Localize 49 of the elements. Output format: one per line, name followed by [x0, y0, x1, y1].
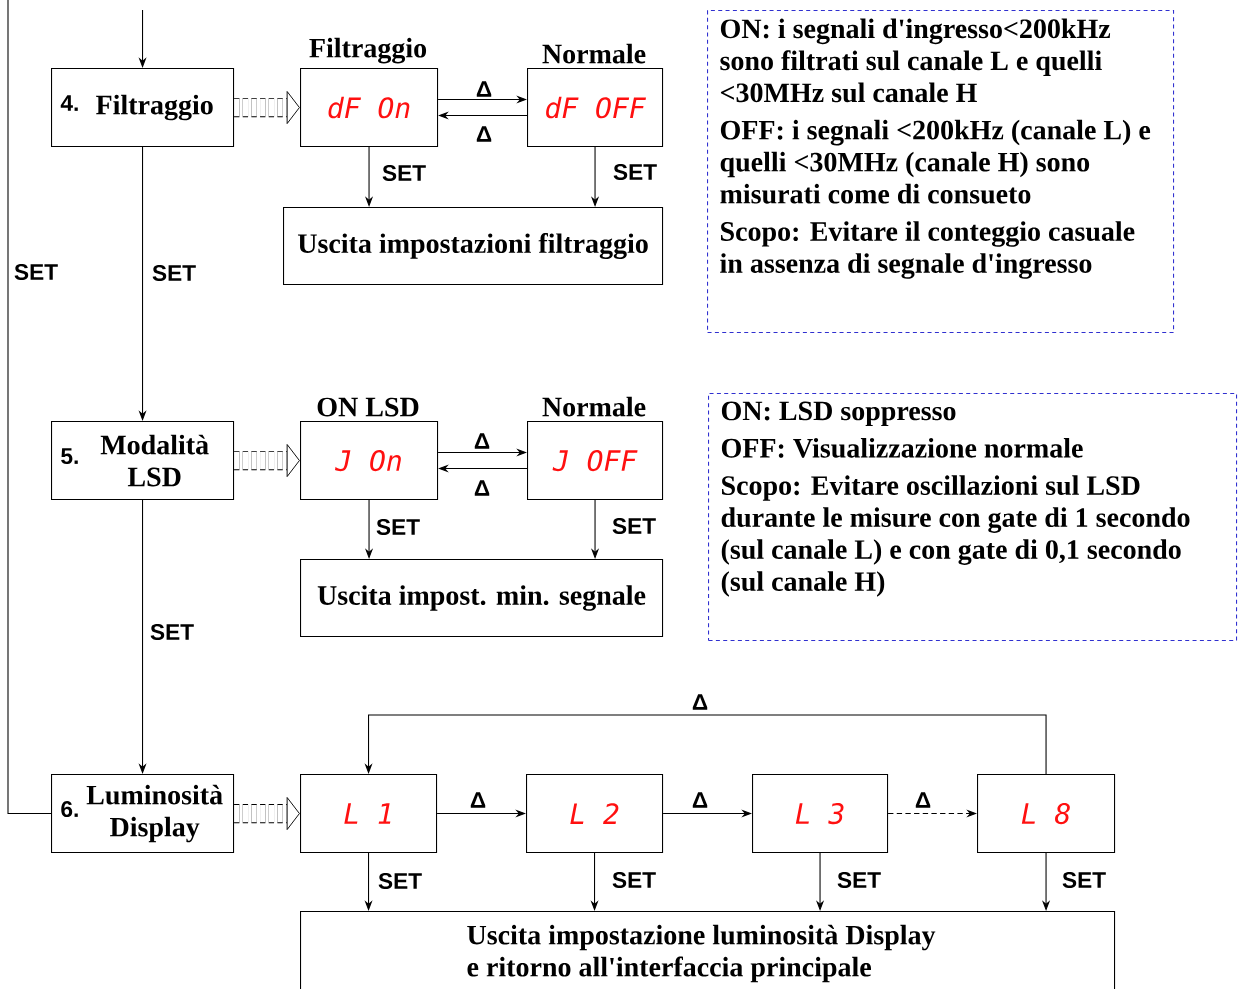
display-heading: Normale	[542, 43, 646, 64]
edge-label: SET	[835, 870, 883, 890]
edge-label: SET	[611, 162, 659, 182]
display-heading: Normale	[542, 396, 646, 417]
hollow-arrow	[234, 91, 300, 125]
edge-label: SET	[12, 262, 60, 282]
arrow	[365, 499, 374, 559]
exit-box: Uscita impostazione luminosità Display e ritorno all'interfaccia principale	[300, 911, 1116, 989]
connector-line	[7, 0, 52, 815]
display-box: dF On	[300, 68, 439, 148]
exit-box: Uscita impostazioni filtraggio	[283, 207, 664, 286]
edge-label: SET	[374, 517, 422, 537]
display-box: L 8	[977, 774, 1116, 854]
edge-label: Δ	[474, 124, 494, 144]
hollow-arrow	[234, 797, 300, 831]
edge-label: Δ	[472, 431, 492, 451]
hollow-arrow	[234, 444, 300, 478]
edge-label: Δ	[690, 790, 710, 810]
menu-box: 4. Filtraggio	[51, 68, 235, 148]
edge-label: SET	[376, 871, 424, 891]
display-box: L 2	[526, 774, 664, 854]
display-box: J OFF	[527, 421, 664, 501]
edge-label: Δ	[474, 79, 494, 99]
edge-label: SET	[1060, 870, 1108, 890]
menu-box: 5. Modalità LSD	[51, 421, 235, 501]
display-heading: ON LSD	[317, 397, 419, 417]
arrow	[591, 146, 600, 207]
edge-label: Δ	[690, 692, 710, 712]
arrow	[591, 499, 600, 559]
edge-label: SET	[148, 622, 196, 642]
edge-label: SET	[610, 516, 658, 536]
display-box: L 1	[300, 774, 438, 854]
arrow	[1042, 852, 1051, 911]
note-box: ON: i segnali d'ingresso<200kHz sono filtrati sul canale L e quelli <30MHz sul canale H OFF: i segnali <200kHz (canale L) e quelli <30MHz (canale H) sono misurati come di consueto Scopo: Evitare il conteggio casuale in assenza di segnale d'ingresso	[707, 10, 1175, 334]
edge-label: SET	[610, 870, 658, 890]
edge-label: SET	[380, 163, 428, 183]
display-box: L 3	[752, 774, 889, 854]
arrow	[816, 852, 825, 911]
exit-box: Uscita impost. min. segnale	[300, 559, 664, 638]
display-box: dF OFF	[527, 68, 664, 148]
menu-box: 6. Luminosità Display	[51, 774, 235, 854]
arrow	[365, 146, 374, 207]
edge-label: Δ	[913, 790, 933, 810]
edge-label: Δ	[468, 790, 488, 810]
edge-label: SET	[150, 263, 198, 283]
note-box: ON: LSD soppresso OFF: Visualizzazione normale Scopo: Evitare oscillazioni sul LSD durante le misure con gate di 1 secondo (sul canale L) e con gate di 0,1 secondo (sul canale H)	[708, 393, 1238, 642]
display-box: J On	[300, 421, 439, 501]
edge-label: Δ	[472, 478, 492, 498]
display-heading: Filtraggio	[309, 37, 427, 64]
